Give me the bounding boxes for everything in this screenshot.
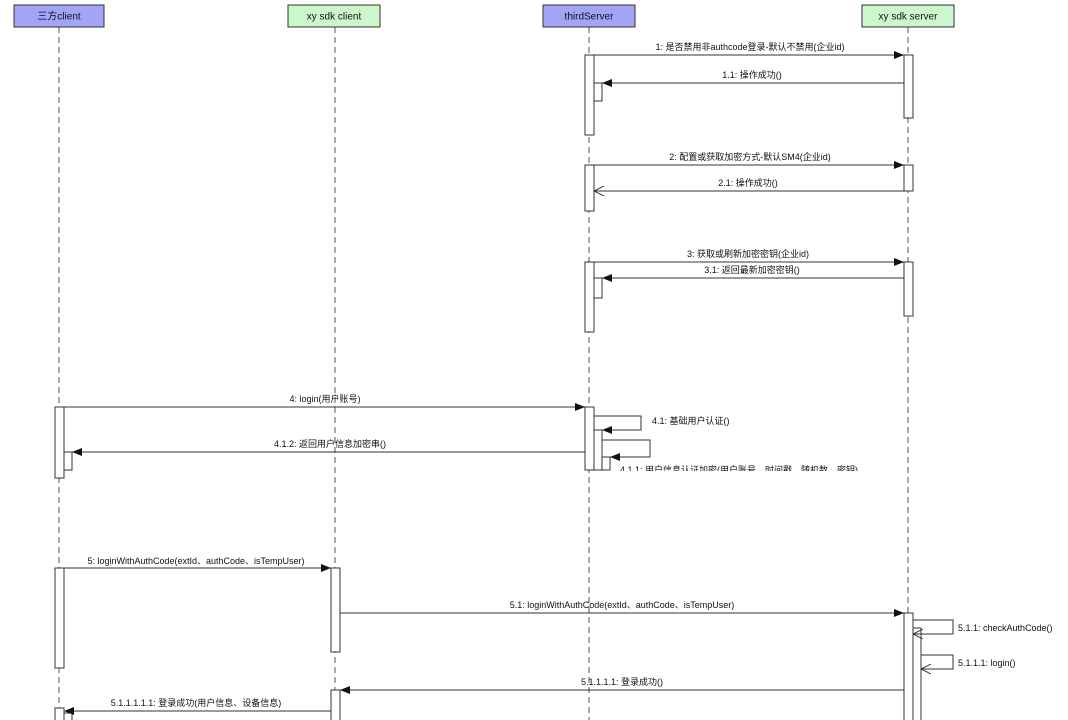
participant-box [287,4,381,28]
activation-bar [593,277,603,299]
message-label: 4.1.1: 用户信息认证加密(用户账号、时间戳、随机数、密钥) [620,464,858,475]
message-4: 4: login(用户账号) [64,393,585,411]
message-5: 5: loginWithAuthCode(extId、authCode、isTe… [64,556,331,572]
message-label: 5.1.1.1.1.1: 登录成功(用户信息、设备信息) [111,697,282,708]
participant-third-client: 三方client [13,4,105,28]
participant-xy-sdk-server: xy sdk server [861,4,955,28]
message-5-1-1-1: 5.1.1.1: login() [921,654,1016,669]
message-label: 5.1: loginWithAuthCode(extId、authCode、is… [510,600,735,610]
participant-label: xy sdk server [879,12,939,23]
message-label: 5.1.1: checkAuthCode() [958,623,1053,633]
message-label: 3: 获取或刷新加密密钥(企业id) [687,248,809,259]
message-2: 2: 配置或获取加密方式-默认SM4(企业id) [594,151,904,169]
message-label: 2.1: 操作成功() [718,177,778,188]
message-arrow [921,654,954,669]
message-label: 1.1: 操作成功() [722,69,782,80]
activation-bar [601,456,611,471]
activation-bar [903,612,914,720]
message-4-1-1: 4.1.1: 用户信息认证加密(用户账号、时间戳、随机数、密钥) [602,439,858,475]
message-label: 4.1.2: 返回用户信息加密串() [274,438,386,449]
message-arrow [594,415,642,434]
message-3-1: 3.1: 返回最新加密密钥() [602,264,904,282]
activation-bar [584,164,595,212]
message-5-1-1-1-1-1: 5.1.1.1.1.1: 登录成功(用户信息、设备信息) [64,697,331,715]
message-arrow [913,619,954,634]
activation-bar [54,406,65,479]
message-5-1-1-1-1: 5.1.1.1.1: 登录成功() [340,676,904,694]
activation-bar [903,261,914,317]
message-3: 3: 获取或刷新加密密钥(企业id) [594,248,904,266]
activation-bar [912,627,922,720]
activation-bar [63,712,73,720]
message-label: 5.1.1.1: login() [958,658,1016,668]
activation-bar [63,451,73,471]
activation-bar [584,261,595,333]
message-4-1: 4.1: 基础用户认证() [594,415,730,434]
message-label: 1: 是否禁用非authcode登录-默认不禁用(企业id) [655,41,844,52]
participant-box [861,4,955,28]
message-1: 1: 是否禁用非authcode登录-默认不禁用(企业id) [594,41,904,59]
activation-bar [593,82,603,102]
participant-label: xy sdk client [307,12,362,23]
message-5-1-1: 5.1.1: checkAuthCode() [913,619,1053,634]
message-label: 4: login(用户账号) [289,393,360,404]
message-2-1: 2.1: 操作成功() [594,177,904,191]
message-label: 5: loginWithAuthCode(extId、authCode、isTe… [87,556,304,566]
participant-xy-sdk-client: xy sdk client [287,4,381,28]
message-label: 3.1: 返回最新加密密钥() [704,264,800,275]
message-label: 5.1.1.1.1: 登录成功() [581,676,663,687]
activation-bar [584,406,595,471]
message-4-1-2: 4.1.2: 返回用户信息加密串() [72,438,585,456]
activation-bar [584,54,595,136]
activation-bar [54,567,65,669]
participant-label: thirdServer [565,12,615,23]
message-label: 4.1: 基础用户认证() [652,415,730,426]
message-5-1: 5.1: loginWithAuthCode(extId、authCode、is… [340,600,904,617]
message-arrow [602,439,651,461]
message-label: 2: 配置或获取加密方式-默认SM4(企业id) [669,151,831,162]
activation-bar [593,429,603,471]
participant-box [542,4,636,28]
participant-box [13,4,105,28]
participant-label: 三方client [37,10,81,23]
activation-bar [330,689,341,720]
activation-bar [54,707,65,720]
message-1-1: 1.1: 操作成功() [602,69,904,87]
participant-third-server: thirdServer [542,4,636,28]
activation-bar [903,164,914,192]
activation-bar [903,54,914,119]
activation-bar [330,567,341,653]
